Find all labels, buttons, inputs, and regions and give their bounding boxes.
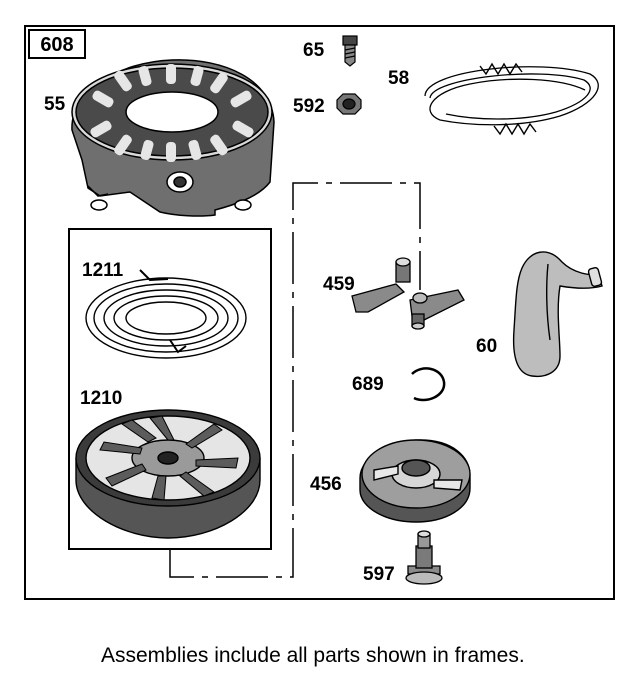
part-label-456: 456 <box>310 474 342 495</box>
nut-part <box>336 93 362 115</box>
connector-lines <box>169 182 421 578</box>
assembly-number-box: 608 <box>28 29 86 59</box>
part-label-689: 689 <box>352 374 384 395</box>
center-pin-part <box>405 530 443 585</box>
starter-handle-part <box>512 251 603 378</box>
recoil-spring-part <box>85 269 247 359</box>
part-label-58: 58 <box>388 68 409 89</box>
part-label-597: 597 <box>363 564 395 585</box>
retainer-part <box>359 439 471 523</box>
retainer-ring-part <box>411 367 446 402</box>
part-label-1210: 1210 <box>80 388 122 409</box>
part-label-592: 592 <box>293 96 325 117</box>
blower-housing-part <box>71 59 275 217</box>
part-label-459: 459 <box>323 274 355 295</box>
assembly-number: 608 <box>40 34 73 56</box>
starter-dogs-part <box>351 257 465 330</box>
starter-rope-part <box>424 62 599 136</box>
assembly-footnote: Assemblies include all parts shown in fr… <box>101 644 525 667</box>
screw-part <box>342 35 358 67</box>
pulley-part <box>75 409 261 539</box>
part-label-1211: 1211 <box>82 260 124 281</box>
part-label-65: 65 <box>303 40 325 61</box>
part-label-60: 60 <box>476 336 497 357</box>
part-label-55: 55 <box>44 94 66 115</box>
outer-frame <box>24 25 615 600</box>
